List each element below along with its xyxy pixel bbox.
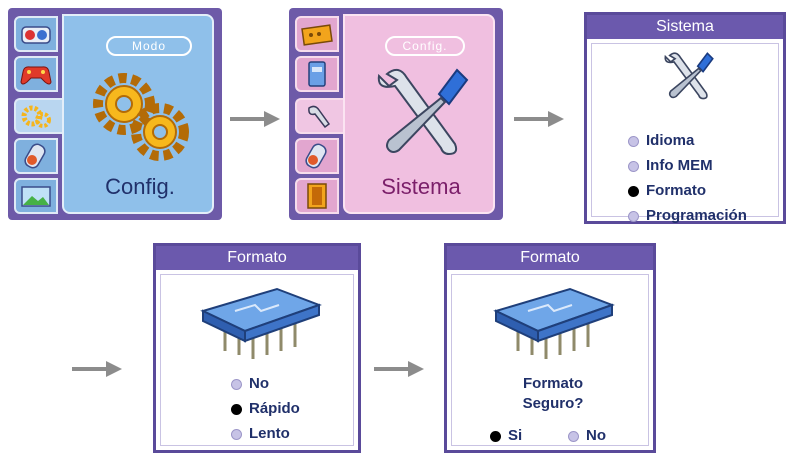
screen-title: Config. (105, 174, 175, 199)
option-formato[interactable]: Formato (646, 182, 706, 199)
exit-tab[interactable] (295, 178, 339, 214)
modo-screen: Modo Config. (8, 8, 222, 220)
menu-body: Formato Seguro? Si No (451, 274, 649, 446)
display-tab[interactable] (295, 16, 339, 52)
menu-header: Formato (447, 246, 653, 270)
option-radio-selected[interactable] (231, 404, 242, 415)
arrow-right-icon (230, 111, 280, 127)
option-no[interactable]: No (586, 427, 606, 444)
game-tab-icon (20, 66, 52, 85)
confirm-format-dialog: Formato Formato Seguro? Si No (444, 243, 656, 453)
sistema-menu: Sistema Idioma Info MEM Formato Programa… (584, 12, 786, 224)
option-radio-selected[interactable] (628, 186, 639, 197)
config-pill: Config. (385, 36, 465, 56)
config-panel: Config. Sistema (343, 14, 495, 214)
menu-body: Idioma Info MEM Formato Programación (591, 43, 779, 224)
gears-icon (93, 73, 189, 161)
photo-tab[interactable] (14, 178, 58, 214)
exit-tab-icon (307, 183, 327, 209)
config-tab-icon (21, 105, 51, 128)
mode-tab-strip (14, 14, 64, 214)
arrow-right-icon (374, 361, 424, 377)
formato-menu: Formato No Rápido Lento (153, 243, 361, 453)
config-screen: Config. Sistema (289, 8, 503, 220)
option-radio[interactable] (628, 161, 639, 172)
wrench-tab-icon (308, 105, 331, 129)
music-tab[interactable] (14, 16, 58, 52)
media-tab[interactable] (14, 138, 58, 174)
option-rapido[interactable]: Rápido (249, 400, 300, 417)
media-tab-icon (305, 143, 327, 169)
memory-chip-icon (200, 287, 322, 359)
option-radio[interactable] (628, 136, 639, 147)
menu-body: No Rápido Lento (160, 274, 354, 446)
menu-header: Formato (156, 246, 358, 270)
option-info-mem[interactable]: Info MEM (646, 157, 713, 174)
option-no[interactable]: No (249, 375, 269, 392)
option-si[interactable]: Si (508, 427, 523, 444)
modo-panel: Modo Config. (62, 14, 214, 214)
wrench-screwdriver-icon (377, 68, 469, 156)
option-radio[interactable] (231, 379, 242, 390)
media-tab-icon (24, 143, 46, 169)
memory-tab-icon (308, 61, 326, 87)
confirm-question-line2: Seguro? (522, 395, 584, 412)
arrow-right-icon (72, 361, 122, 377)
memory-chip-icon (493, 287, 615, 359)
config-tab-strip (295, 14, 345, 214)
option-radio[interactable] (568, 431, 579, 442)
option-radio[interactable] (628, 211, 639, 222)
option-lento[interactable]: Lento (249, 425, 290, 442)
arrow-right-icon (514, 111, 564, 127)
wrench-screwdriver-icon (664, 52, 714, 100)
option-radio-selected[interactable] (490, 431, 501, 442)
option-programacion[interactable]: Programación (646, 207, 747, 224)
config-tab[interactable] (14, 98, 64, 134)
confirm-question-line1: Formato (523, 375, 583, 392)
game-tab[interactable] (14, 56, 58, 92)
menu-header: Sistema (587, 15, 783, 39)
media-tab-2[interactable] (295, 138, 339, 174)
option-radio[interactable] (231, 429, 242, 440)
screen-title: Sistema (381, 174, 461, 199)
mode-pill: Modo (106, 36, 192, 56)
photo-tab-icon (21, 186, 51, 207)
music-tab-icon (21, 26, 51, 44)
option-idioma[interactable]: Idioma (646, 132, 695, 149)
display-tab-icon (301, 24, 333, 46)
memory-tab[interactable] (295, 56, 339, 92)
system-tab[interactable] (295, 98, 345, 134)
